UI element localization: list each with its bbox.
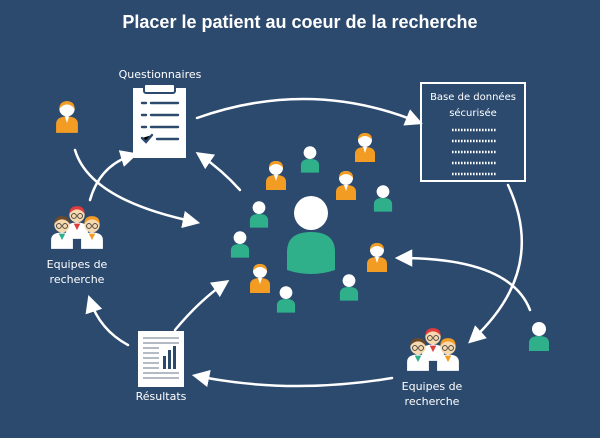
label-database-line1: Base de données [430,91,516,103]
patient-icon [373,185,393,212]
arrow-database-to-teams [468,183,524,344]
arrow-teams-to-questionnaires [88,150,139,202]
central-patient-icon [287,196,335,274]
patient-icon [300,146,320,173]
arrow-patient-to-center [73,148,201,229]
results-document-icon [138,331,184,387]
database-records [452,128,496,176]
patient-icon [339,274,359,301]
label-teams-right-line2: recherche [405,395,460,408]
label-teams-left-line1: Equipes de [47,258,108,271]
label-teams-left-line2: recherche [50,273,105,286]
arrow-results-to-teams [85,295,130,347]
research-team-right-icon [406,328,460,371]
label-questionnaires: Questionnaires [119,68,202,81]
label-teams-right-line1: Equipes de [402,380,463,393]
patient-icon [230,231,250,258]
patient-icon [355,133,375,162]
label-database-line2: sécurisée [449,107,497,119]
patient-icon-right [529,322,549,351]
patient-icon-left [56,101,78,133]
arrow-results-to-center [173,280,230,332]
page-title: Placer le patient au coeur de la recherc… [122,12,478,32]
arrow-teams-to-results [191,369,394,388]
patient-icon [250,264,270,293]
database-box: Base de données sécurisée [420,82,526,182]
flow-arrows [73,97,532,388]
questionnaires-icon [133,83,186,158]
arrow-questionnaires-to-database [195,97,423,126]
patient-icon [336,171,356,200]
label-results: Résultats [136,390,187,403]
arrow-center-to-questionnaires [195,152,242,192]
patient-icon [249,201,269,228]
patient-icon [367,243,387,272]
patient-icon [266,161,286,190]
patient-icon [276,286,296,313]
research-team-left-icon [50,206,104,249]
arrow-patient-to-center-right [394,249,532,312]
